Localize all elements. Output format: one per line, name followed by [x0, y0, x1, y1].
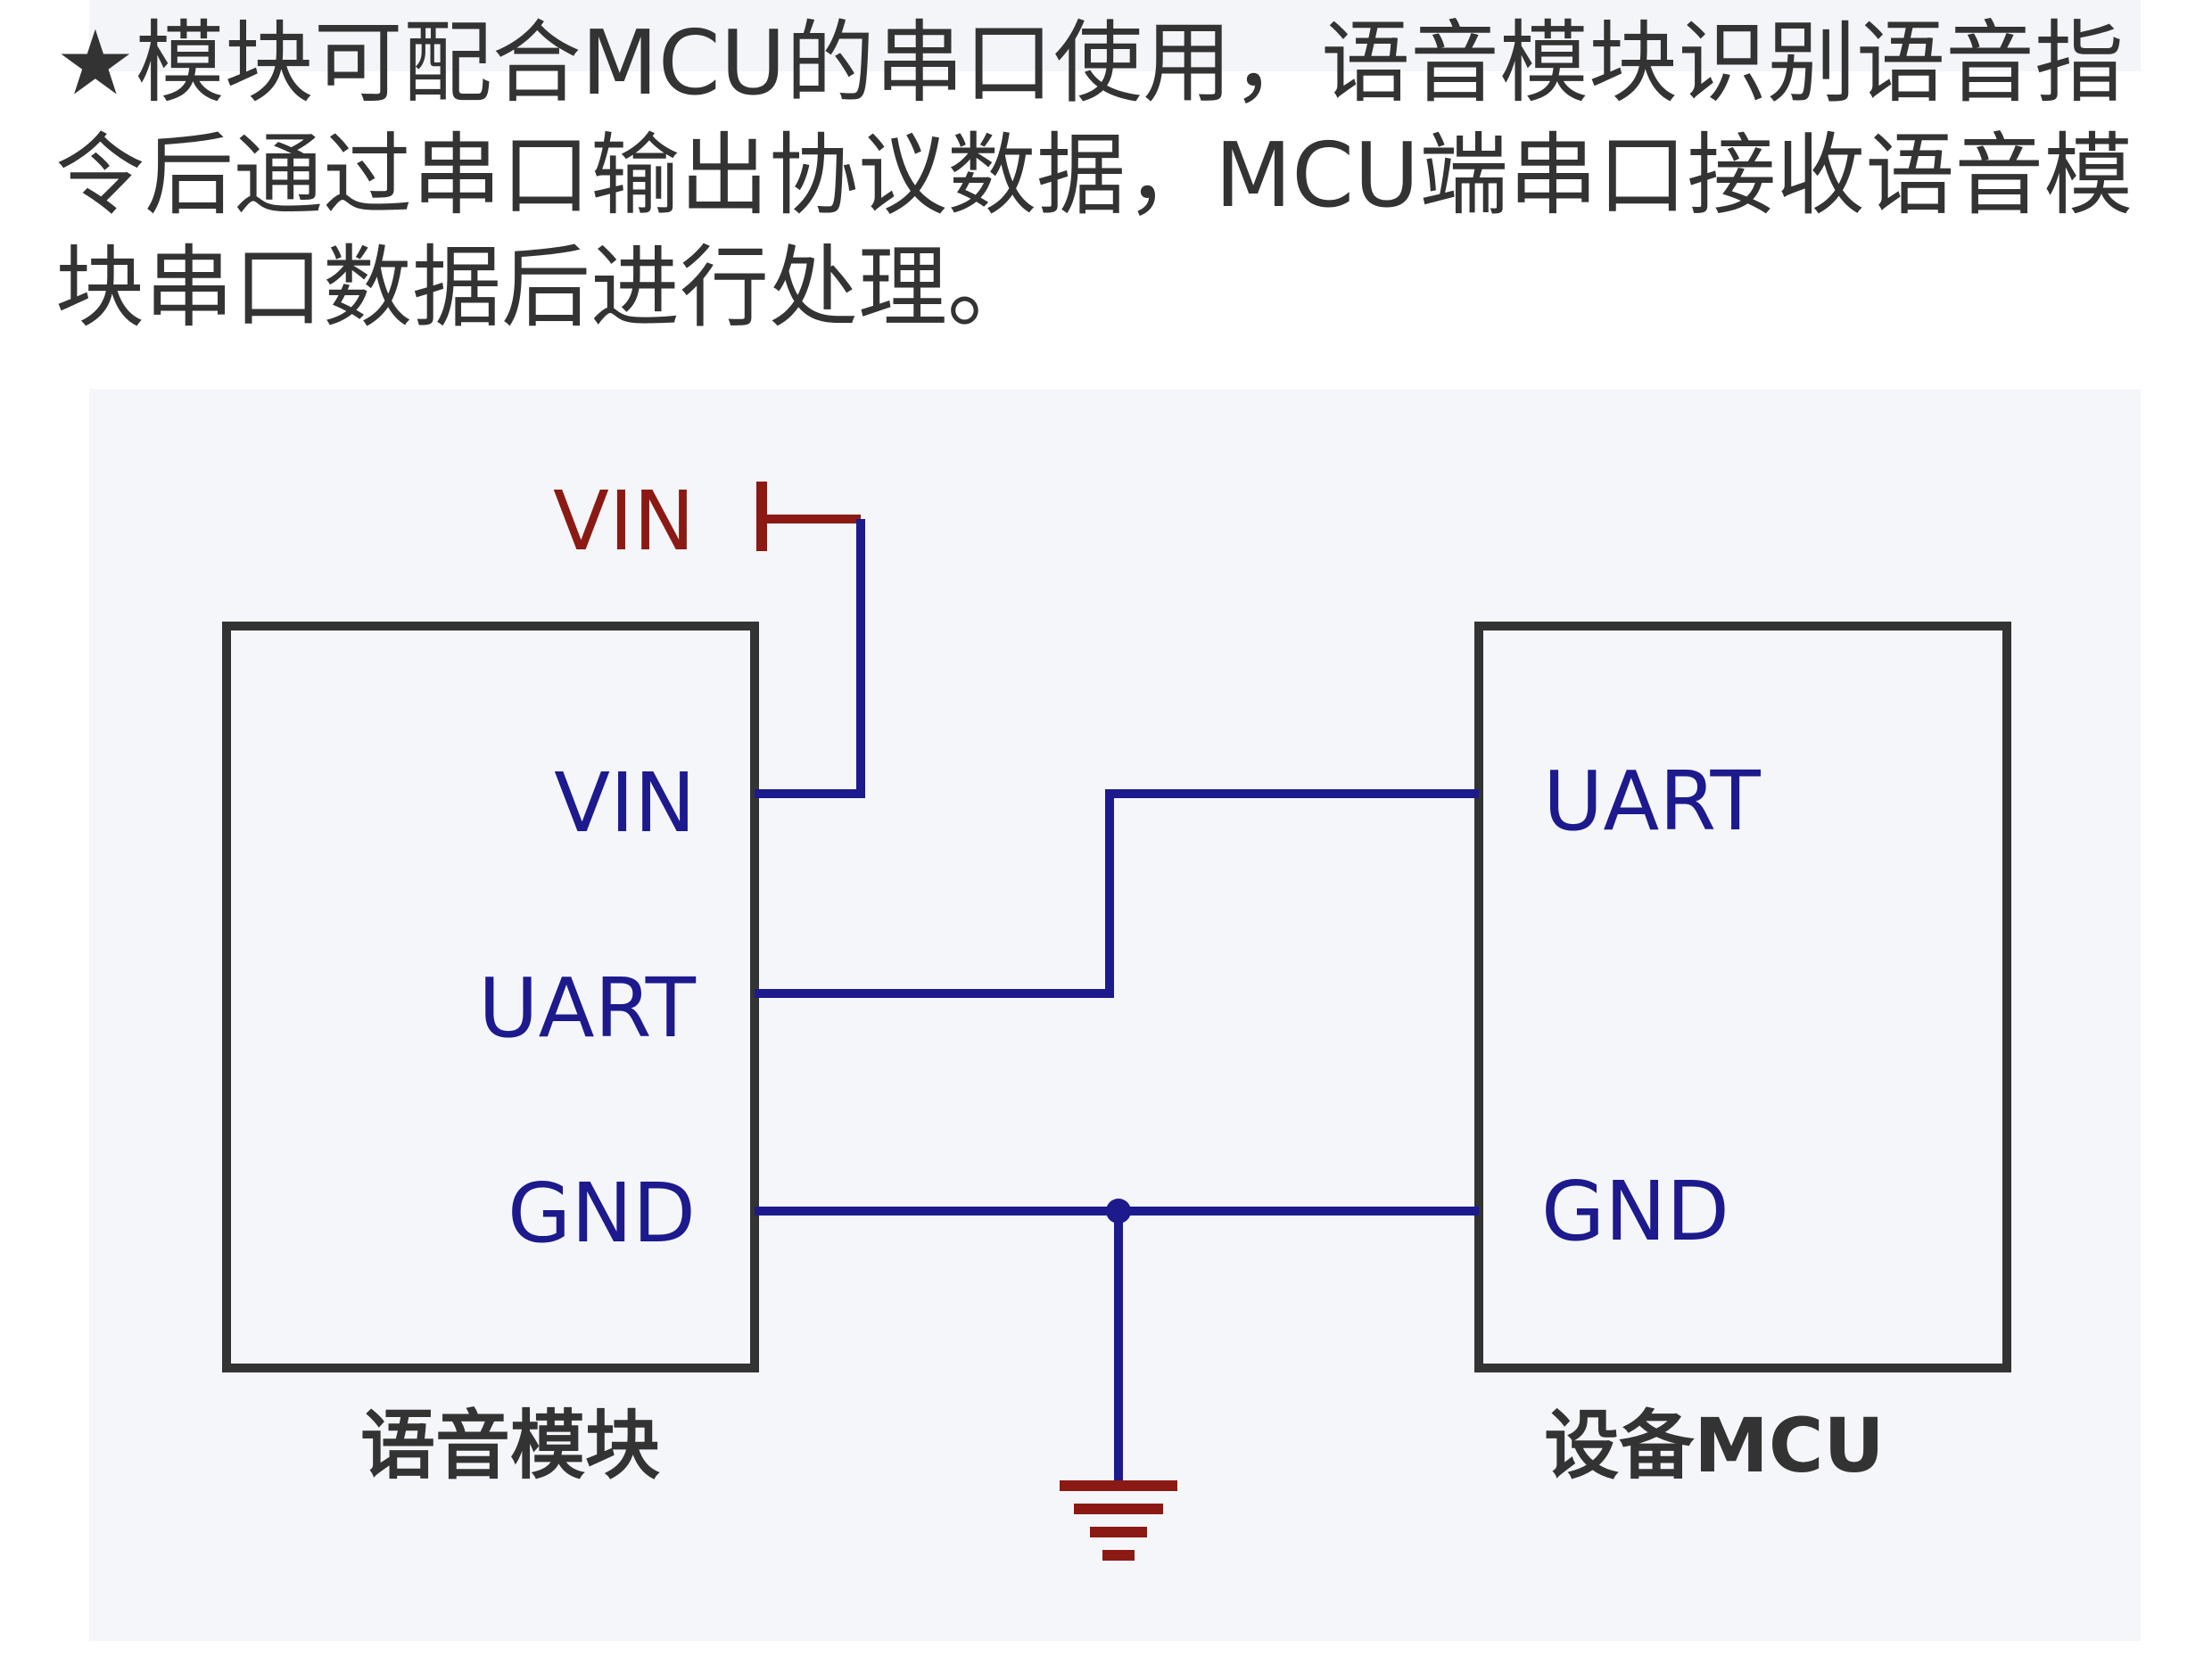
device-mcu-block [1474, 622, 2011, 1372]
voice-module-title: 语音模块 [360, 1402, 660, 1489]
voice-module-pin-gnd: GND [508, 1166, 696, 1261]
voice-module-pin-vin: VIN [554, 755, 696, 851]
gnd-junction-dot [1106, 1199, 1131, 1224]
device-mcu-pin-gnd: GND [1541, 1164, 1729, 1259]
power-label: VIN [553, 474, 695, 569]
vin-wire [755, 519, 865, 798]
device-mcu-title: 设备MCU [1544, 1402, 1884, 1489]
intro-text: ★模块可配合MCU的串口使用，语音模块识别语音指令后通过串口输出协议数据，MCU… [55, 11, 2134, 340]
top-band [89, 0, 2141, 71]
uart-wire [755, 789, 1479, 998]
voice-module-pin-uart: UART [478, 960, 697, 1056]
ground-symbol [1060, 1480, 1177, 1561]
device-mcu-pin-uart: UART [1543, 754, 1762, 849]
